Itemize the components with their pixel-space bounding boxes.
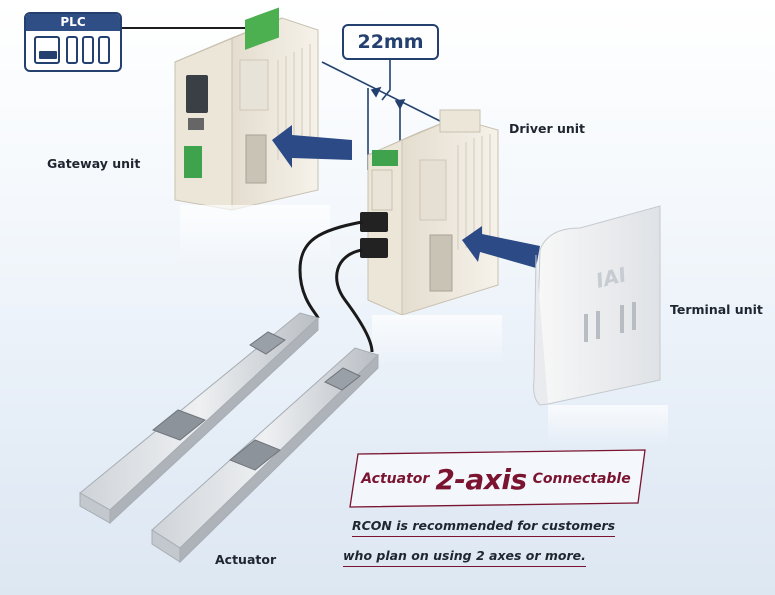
connectivity-banner: Actuator 2-axis Connectable bbox=[347, 449, 645, 509]
actuator-label: Actuator bbox=[215, 552, 277, 567]
recommendation-line-1: RCON is recommended for customers bbox=[352, 518, 616, 537]
dimension-callout: 22mm bbox=[342, 24, 439, 60]
gateway-unit bbox=[174, 7, 330, 265]
actuator-cables bbox=[298, 220, 374, 353]
actuator-rail-2 bbox=[151, 347, 379, 564]
plc-module bbox=[34, 36, 60, 64]
gateway-unit-label: Gateway unit bbox=[47, 156, 141, 171]
driver-unit-label: Driver unit bbox=[509, 121, 586, 136]
terminal-unit-label: Terminal unit bbox=[670, 302, 763, 317]
plc-box: PLC bbox=[24, 12, 122, 72]
arrow-terminal-to-driver bbox=[462, 226, 540, 268]
plc-label: PLC bbox=[26, 14, 120, 31]
terminal-unit: IAI bbox=[533, 205, 668, 445]
plc-slot bbox=[82, 36, 94, 64]
banner-emphasis: 2-axis bbox=[435, 462, 527, 496]
banner-frame bbox=[349, 449, 646, 508]
actuator-rail-1 bbox=[79, 312, 319, 525]
banner-suffix: Connectable bbox=[532, 471, 631, 487]
arrow-gateway-to-driver bbox=[272, 125, 352, 168]
banner-prefix: Actuator bbox=[361, 471, 430, 487]
recommendation-line-2: who plan on using 2 axes or more. bbox=[343, 548, 586, 567]
plc-slot bbox=[66, 36, 78, 64]
driver-unit bbox=[360, 109, 502, 365]
plc-slot bbox=[98, 36, 110, 64]
